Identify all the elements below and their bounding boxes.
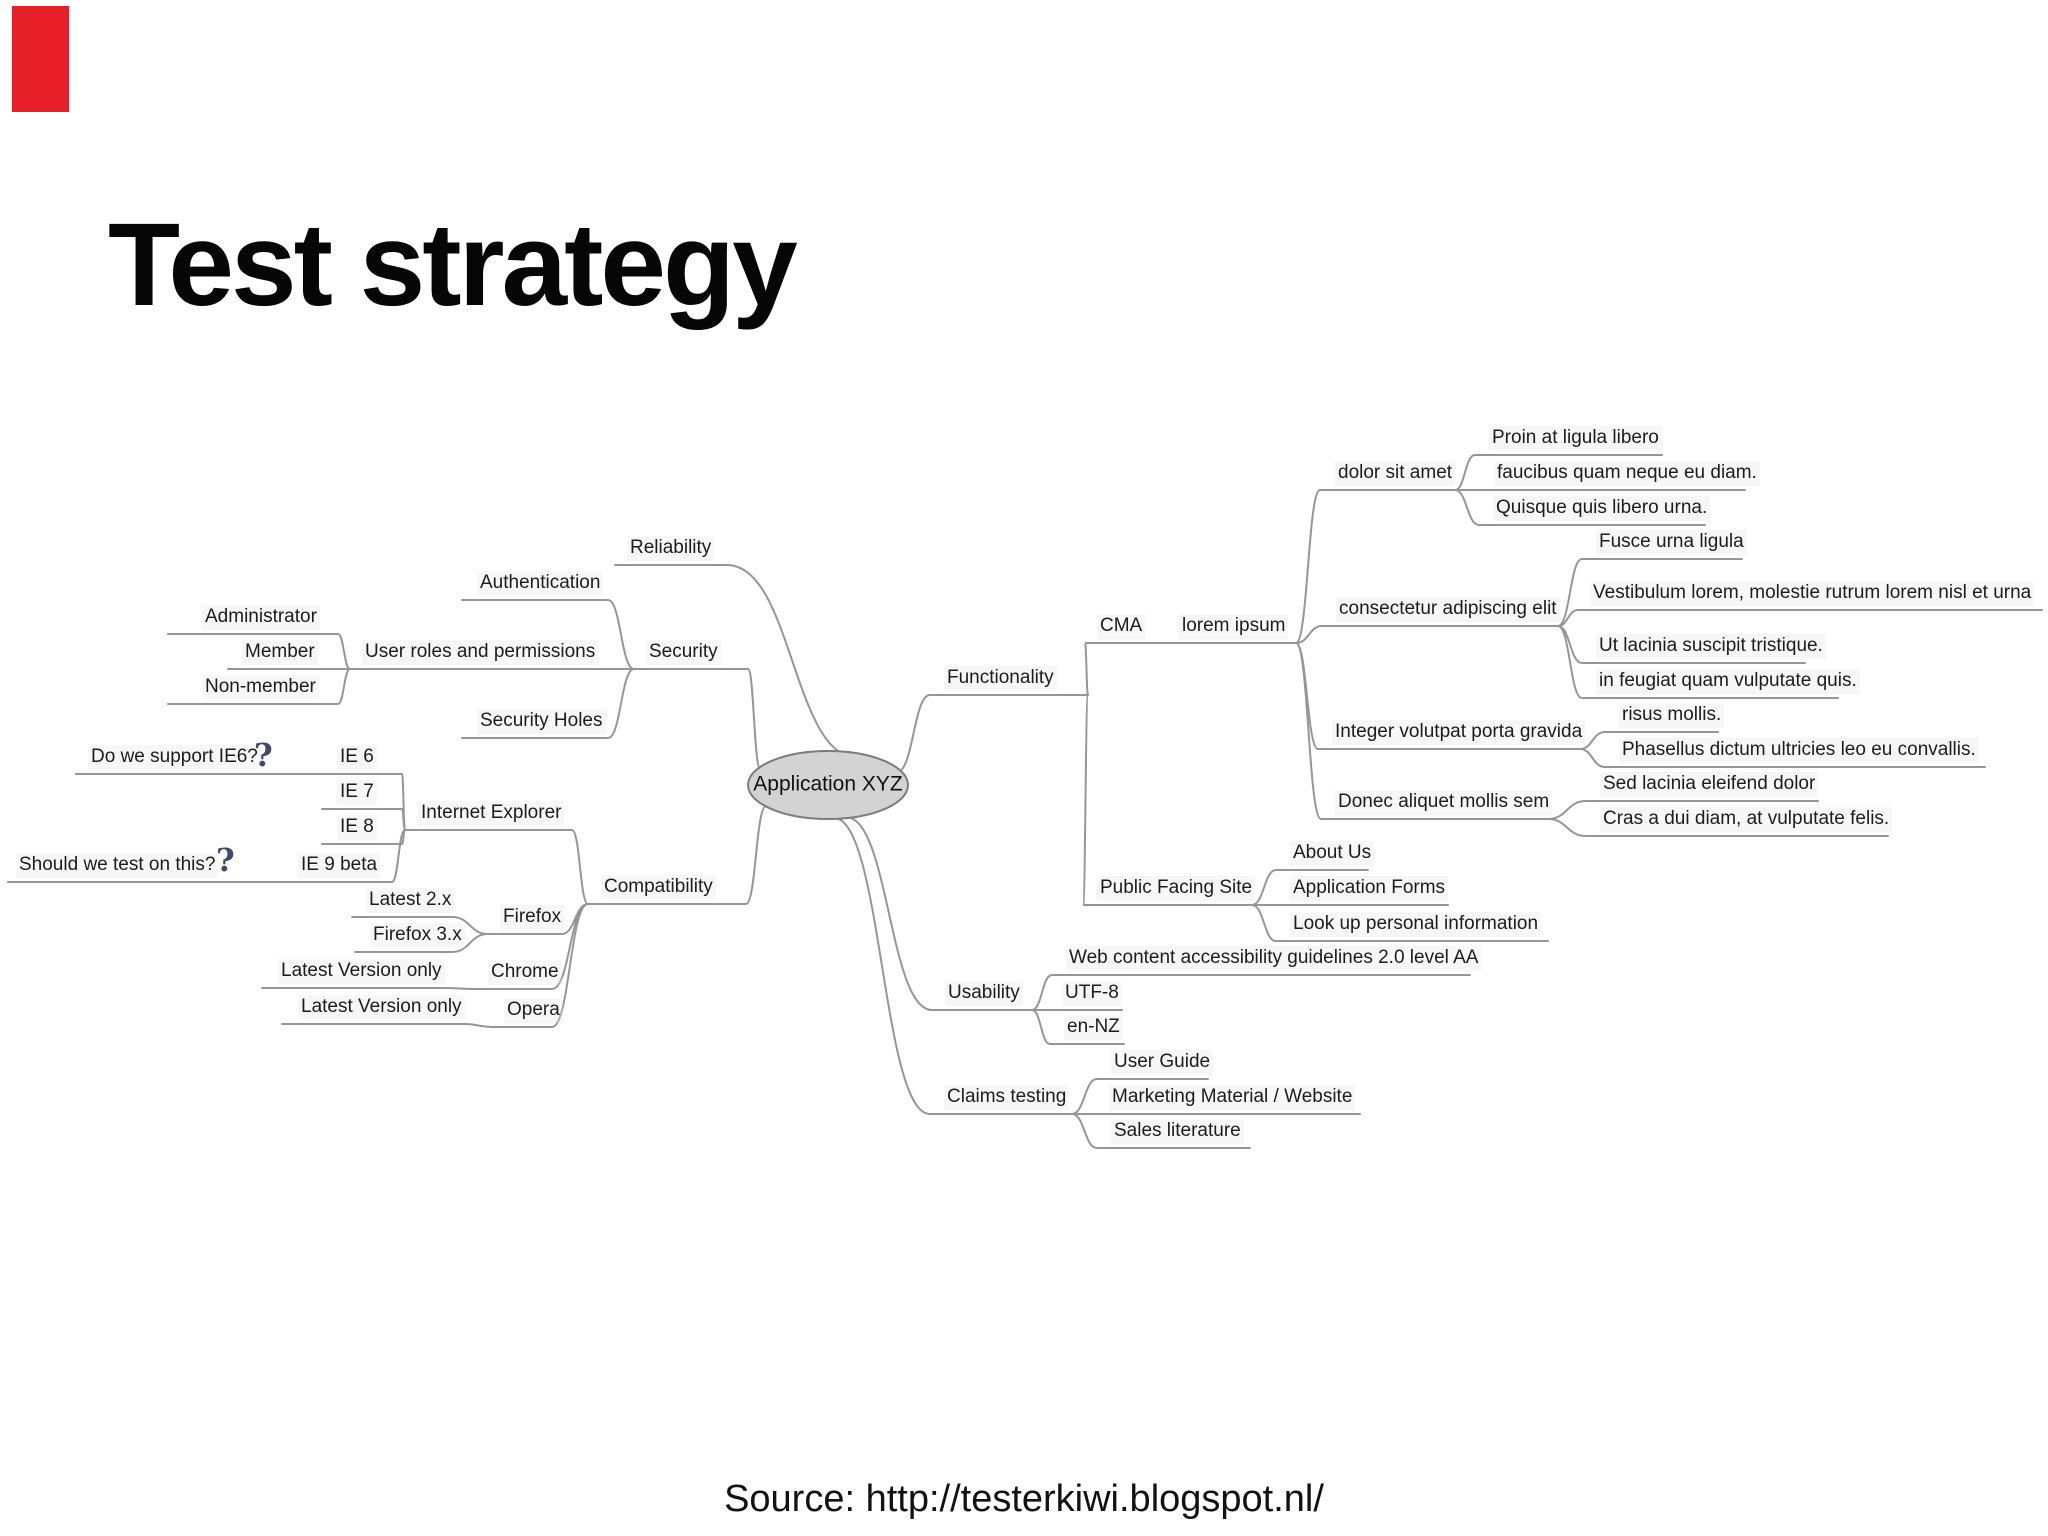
map-node-opera: Opera <box>504 998 563 1023</box>
question-mark-icon: ? <box>216 841 235 880</box>
map-node-loremipsum: lorem ipsum <box>1179 614 1289 639</box>
branch-line-wcag <box>1031 974 1471 1011</box>
branch-line-dolor <box>1295 489 1456 644</box>
branch-line-ennz <box>1031 1009 1125 1045</box>
map-node-latest2x: Latest 2.x <box>366 888 455 913</box>
branch-line-reliability <box>614 564 859 759</box>
map-node-infeugiat: in feugiat quam vulputate quis. <box>1596 669 1860 694</box>
map-node-cras: Cras a dui diam, at vulputate felis. <box>1600 807 1893 832</box>
map-node-security: Security <box>646 640 721 665</box>
map-node-proin: Proin at ligula libero <box>1489 426 1662 451</box>
branch-line-fusce <box>1557 558 1743 627</box>
branch-line-usability <box>845 816 1033 1011</box>
branch-line-latest2x <box>351 916 489 935</box>
map-node-member: Member <box>242 640 318 665</box>
map-node-userguide: User Guide <box>1111 1050 1214 1075</box>
map-node-chrome: Chrome <box>488 960 562 985</box>
branch-line-consectetur <box>1295 625 1559 644</box>
branch-line-securityholes <box>461 668 635 739</box>
branch-line-claims <box>833 817 1073 1115</box>
branch-line-aboutus <box>1251 869 1369 906</box>
map-node-utf8: UTF-8 <box>1062 981 1122 1006</box>
map-node-q_ie6: Do we support IE6? <box>88 745 261 770</box>
map-node-faucibus: faucibus quam neque eu diam. <box>1494 461 1760 486</box>
map-node-quisque: Quisque quis libero urna. <box>1493 496 1711 521</box>
branch-line-phasellus <box>1579 748 1986 768</box>
map-node-dolor: dolor sit amet <box>1335 461 1456 486</box>
root-node-label: Application XYZ <box>753 772 903 796</box>
map-node-authentication: Authentication <box>477 571 604 596</box>
branch-line-sed <box>1547 800 1819 820</box>
branch-line-functionality <box>896 694 1089 773</box>
branch-line-lookup <box>1251 904 1549 942</box>
page-title: Test strategy <box>108 199 798 332</box>
branch-line-nonmember <box>167 668 351 705</box>
map-node-functionality: Functionality <box>944 666 1057 691</box>
branch-line-quisque <box>1454 489 1706 526</box>
map-node-cma: CMA <box>1097 614 1146 639</box>
map-node-ie8: IE 8 <box>337 815 377 840</box>
branch-line-cras <box>1547 818 1889 837</box>
map-node-reliability: Reliability <box>627 536 715 561</box>
map-node-ie: Internet Explorer <box>418 801 565 826</box>
map-node-risus: risus mollis. <box>1619 703 1725 728</box>
branch-line-donec <box>1295 642 1549 820</box>
map-node-wcag: Web content accessibility guidelines 2.0… <box>1066 946 1482 971</box>
map-node-latestonly1: Latest Version only <box>278 959 445 984</box>
red-corner-marker <box>12 6 69 112</box>
map-node-fusce: Fusce urna ligula <box>1596 530 1747 555</box>
map-node-ie6: IE 6 <box>337 745 377 770</box>
map-node-firefox3x: Firefox 3.x <box>370 923 465 948</box>
branch-line-authentication <box>461 599 635 670</box>
map-node-sales: Sales literature <box>1111 1119 1244 1144</box>
map-node-vestibulum: Vestibulum lorem, molestie rutrum lorem … <box>1590 581 2035 606</box>
map-node-ie9: IE 9 beta <box>298 853 381 878</box>
branch-line-opera <box>491 903 589 1028</box>
branch-line-cma <box>1084 642 1151 696</box>
map-node-administrator: Administrator <box>202 605 320 630</box>
map-node-pfs: Public Facing Site <box>1097 876 1256 901</box>
branch-line-sales <box>1071 1113 1251 1149</box>
map-node-integer: Integer volutpat porta gravida <box>1332 720 1586 745</box>
branch-line-latestonly2 <box>281 1023 493 1028</box>
map-node-utlacinia: Ut lacinia suscipit tristique. <box>1596 634 1826 659</box>
map-node-usability: Usability <box>945 981 1023 1006</box>
branch-line-proin <box>1454 454 1663 491</box>
question-mark-icon: ? <box>254 736 273 775</box>
map-node-aboutus: About Us <box>1290 841 1375 866</box>
branch-line-security <box>633 668 761 769</box>
branch-line-ie9 <box>282 829 406 883</box>
map-node-nonmember: Non-member <box>202 675 319 700</box>
map-node-phasellus: Phasellus dictum ultricies leo eu conval… <box>1619 738 1979 763</box>
map-node-consectetur: consectetur adipiscing elit <box>1336 597 1560 622</box>
map-node-ennz: en-NZ <box>1064 1015 1123 1040</box>
map-node-sed: Sed lacinia eleifend dolor <box>1600 772 1819 797</box>
map-node-firefox: Firefox <box>500 905 565 930</box>
branch-line-administrator <box>167 633 351 670</box>
map-node-appforms: Application Forms <box>1290 876 1449 901</box>
branch-line-infeugiat <box>1557 625 1839 699</box>
map-node-latestonly2: Latest Version only <box>298 995 465 1020</box>
map-node-compatibility: Compatibility <box>601 875 716 900</box>
branch-line-ie <box>404 829 589 905</box>
branch-line-risus <box>1579 731 1719 750</box>
map-node-q_ie9: Should we test on this? <box>16 853 219 878</box>
map-node-claims: Claims testing <box>944 1085 1070 1110</box>
map-node-userroles: User roles and permissions <box>362 640 599 665</box>
source-attribution: Source: http://testerkiwi.blogspot.nl/ <box>724 1478 1324 1520</box>
map-node-lookup: Look up personal information <box>1290 912 1542 937</box>
branch-line-vestibulum <box>1557 609 2043 627</box>
map-node-ie7: IE 7 <box>337 780 377 805</box>
branch-line-latestonly1 <box>261 987 476 990</box>
root-node-ellipse <box>747 750 909 820</box>
branch-line-userguide <box>1071 1078 1209 1115</box>
map-node-marketing: Marketing Material / Website <box>1109 1085 1356 1110</box>
map-node-donec: Donec aliquet mollis sem <box>1335 790 1553 815</box>
branch-line-pfs <box>1082 694 1253 906</box>
branch-line-firefox3x <box>354 933 489 953</box>
map-node-securityholes: Security Holes <box>477 709 606 734</box>
branch-line-compatibility <box>587 805 767 905</box>
